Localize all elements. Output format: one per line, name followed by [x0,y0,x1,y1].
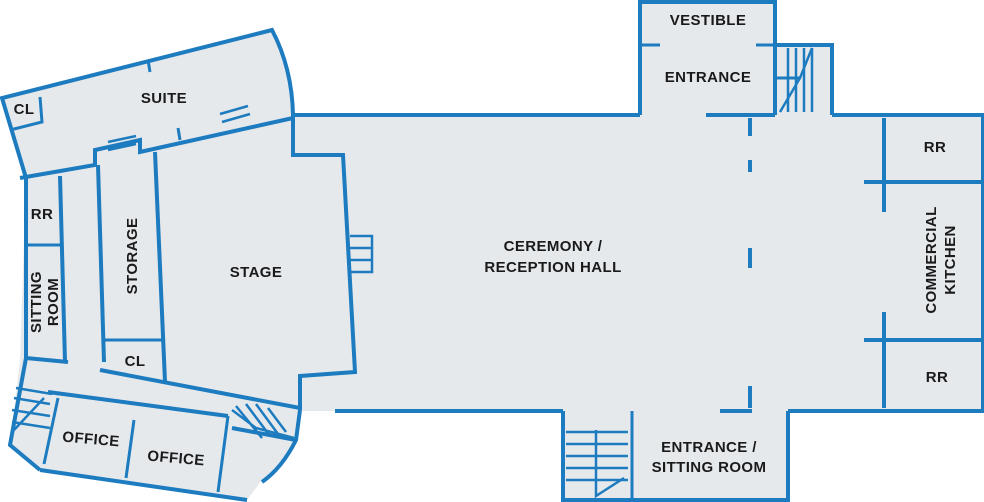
entrance-label: ENTRANCE [665,69,752,86]
restroom-bottom-right-label: RR [926,369,948,386]
suite-inner-wall [19,116,294,180]
stair-bottom-icon [566,430,628,499]
west-outer-wall [7,178,42,472]
suite-door-marks [107,104,251,152]
south-outer-wall [39,468,248,502]
sitting-room-right-wall [58,175,67,363]
office-upper-wall [47,390,229,418]
sitting-room-bottom-wall [25,356,69,364]
storage-right-wall [153,151,167,383]
stair-east-icon [231,403,295,440]
corridor-upper-wall [99,368,301,410]
room-labels: VESTIBLE ENTRANCE SUITE CL RR STORAGE ST… [14,12,959,476]
kitchen-label-line2: KITCHEN [942,225,959,294]
suite-closet-wall [9,96,44,132]
stair-top-wall [775,43,834,115]
suite-partition-stub [146,59,152,73]
stage-wall [291,115,358,410]
office-divider-2 [124,419,136,479]
hall-label-line1: CEREMONY / [504,238,603,255]
sitting-room-label-line2: ROOM [45,278,62,326]
office-2-label: OFFICE [147,448,206,470]
hall-label-line2: RECEPTION HALL [484,259,621,276]
kitchen-label-line1: COMMERCIAL [923,206,940,313]
stair-hall-icon [350,234,374,274]
closet-bottom-label: CL [125,353,146,370]
office-divider-1 [42,397,60,465]
suite-label: SUITE [141,90,187,107]
office-divider-3 [216,415,230,493]
entrance-wall [638,0,777,115]
hall-wall-top-right [788,113,984,413]
entrance-floor [640,2,775,115]
storage-left-wall [96,164,106,363]
left-wing-floor [2,30,355,500]
entrance-sitting-label-line2: SITTING ROOM [652,459,767,476]
entrance-sitting-label-line1: ENTRANCE / [661,439,757,456]
restroom-top-right-label: RR [924,139,946,156]
restroom-left-label: RR [31,206,53,223]
stair-top-icon [778,47,814,113]
stair-west-icon [11,386,53,431]
stage-label: STAGE [230,264,283,281]
vestible-label: VESTIBLE [670,12,747,29]
corridor-lower-wall [231,426,297,442]
office-1-label: OFFICE [62,429,121,451]
suite-outer-wall [0,27,295,179]
stairs [11,47,814,499]
suite-partition-stub-2 [176,127,182,141]
entrance-sitting-wall [561,411,790,502]
storage-label: STORAGE [124,218,141,295]
sitting-room-label-line1: SITTING [28,271,45,333]
closet-top-label: CL [14,101,35,118]
hall-floor [293,115,983,411]
